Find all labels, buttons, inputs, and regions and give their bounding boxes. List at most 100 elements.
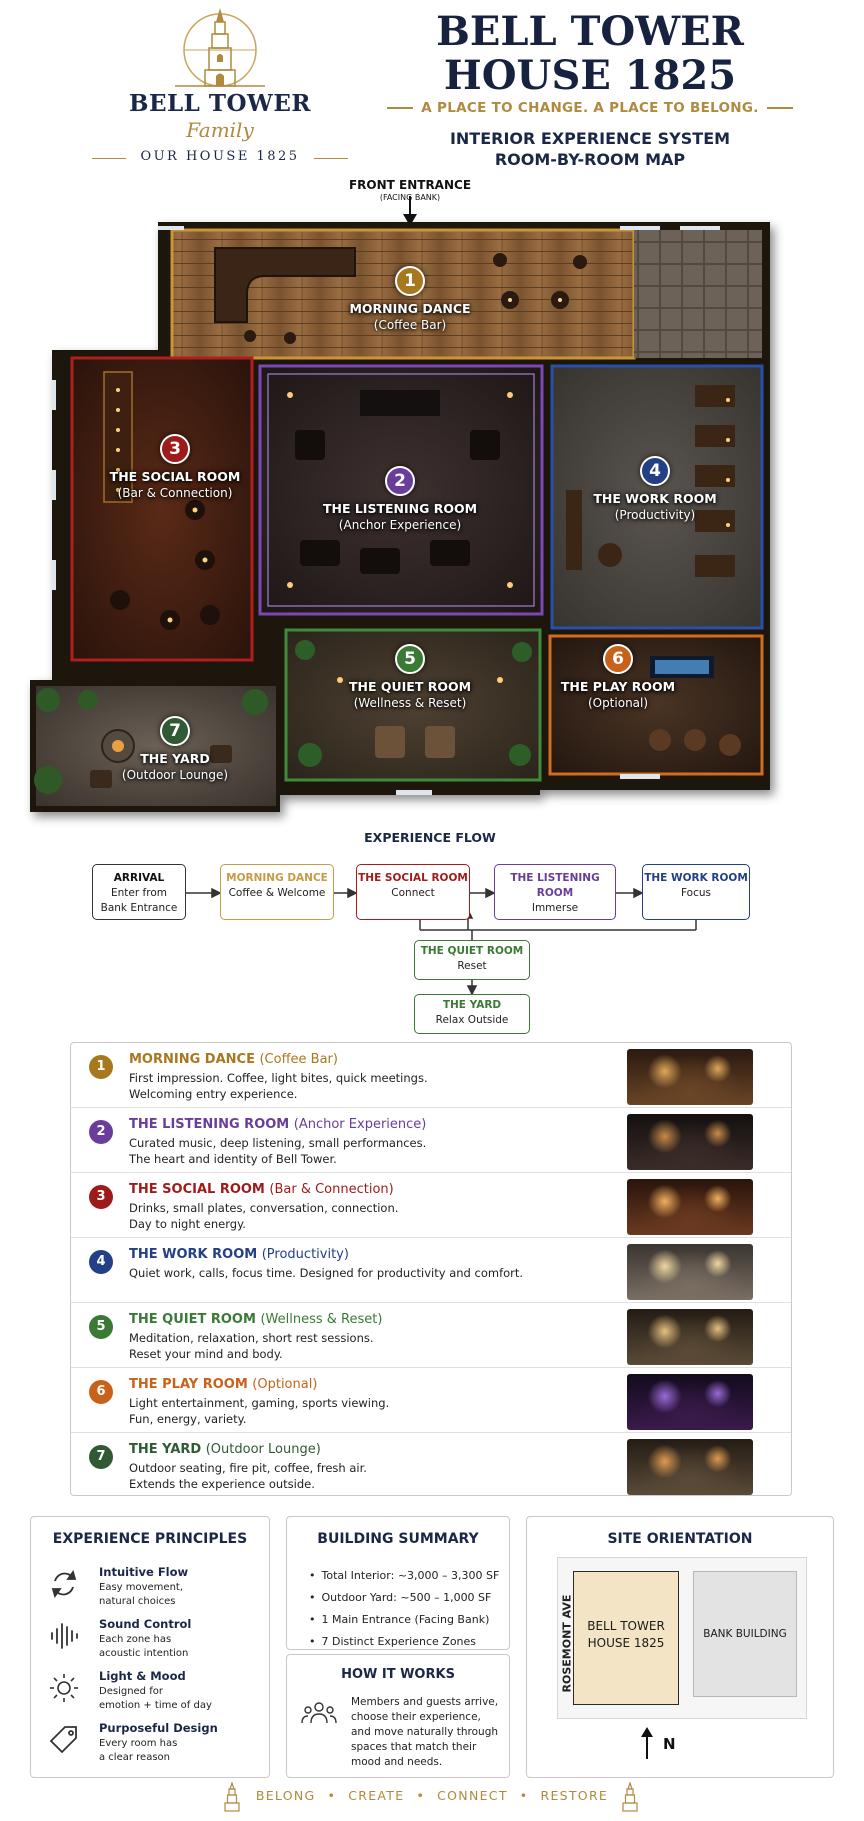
page-tagline: A PLACE TO CHANGE. A PLACE TO BELONG.	[330, 100, 850, 116]
room-row-sub: (Anchor Experience)	[293, 1117, 427, 1132]
summary-panel: BUILDING SUMMARY Total Interior: ~3,000 …	[286, 1516, 510, 1650]
how-title: HOW IT WORKS	[341, 1667, 455, 1682]
map-room-5[interactable]	[284, 628, 542, 782]
room-row-description-line: The heart and identity of Bell Tower.	[129, 1152, 337, 1166]
room-photo	[627, 1049, 753, 1105]
flow-arrow-head-1	[211, 887, 222, 899]
principle-desc-line: Designed for	[99, 1686, 163, 1697]
sound-wave-icon	[47, 1619, 81, 1653]
flow-box-text: Connect	[391, 887, 435, 899]
room-photo	[627, 1114, 753, 1170]
flow-link-yard-head	[466, 985, 478, 996]
room-row-description-line: Outdoor seating, fire pit, coffee, fresh…	[129, 1461, 367, 1475]
how-panel: HOW IT WORKS Members and guests arrive, …	[286, 1654, 510, 1778]
map-room-7[interactable]	[34, 686, 276, 806]
room-row-sub: (Outdoor Lounge)	[205, 1442, 321, 1457]
principle-desc-line: Easy movement,	[99, 1582, 184, 1593]
summary-item: Outdoor Yard: ~500 – 1,000 SF	[309, 1587, 499, 1609]
summary-item: 7 Distinct Experience Zones	[309, 1631, 499, 1653]
sun-icon	[47, 1671, 81, 1705]
map-room-4[interactable]	[550, 364, 764, 630]
room-number-badge: 4	[89, 1250, 113, 1274]
flow-box-text: Immerse	[531, 902, 579, 914]
room-sub: (Outdoor Lounge)	[121, 768, 229, 782]
principle-desc: Easy movement,natural choices	[99, 1581, 259, 1609]
principle-desc-line: a clear reason	[99, 1752, 170, 1763]
map-room-3[interactable]	[70, 356, 254, 662]
people-group-icon	[301, 1702, 337, 1724]
room-sub: (Anchor Experience)	[338, 518, 462, 532]
bell-tower-icon	[224, 1782, 240, 1812]
entrance-title: FRONT ENTRANCE	[348, 178, 472, 192]
room-number-badge: 1	[395, 266, 425, 296]
room-row-description-line: Meditation, relaxation, short rest sessi…	[129, 1331, 374, 1345]
room-photo	[627, 1439, 753, 1495]
site-bank: BANK BUILDING	[693, 1571, 797, 1697]
flow-box-text: Relax Outside	[435, 1014, 509, 1026]
room-sub: (Wellness & Reset)	[353, 696, 467, 710]
room-row-description: Meditation, relaxation, short rest sessi…	[129, 1330, 589, 1362]
room-number-badge: 4	[640, 456, 670, 486]
room-row-1[interactable]: 1 MORNING DANCE (Coffee Bar) First impress…	[71, 1043, 791, 1108]
room-row-description-line: Reset your mind and body.	[129, 1347, 283, 1361]
room-row-description: Quiet work, calls, focus time. Designed …	[129, 1265, 589, 1281]
site-bell-tower: BELL TOWER HOUSE 1825	[573, 1571, 679, 1705]
room-name: THE YARD	[140, 751, 210, 766]
room-row-description-line: Quiet work, calls, focus time. Designed …	[129, 1266, 524, 1280]
room-number-badge: 5	[395, 644, 425, 674]
summary-item: Total Interior: ~3,000 – 3,300 SF	[309, 1565, 500, 1587]
principle-title: Light & Mood	[99, 1669, 186, 1683]
room-sub: (Coffee Bar)	[373, 318, 447, 332]
room-name: THE PLAY ROOM	[560, 679, 676, 694]
room-row-name: THE LISTENING ROOM	[129, 1117, 294, 1132]
site-panel: SITE ORIENTATION ROSEMONT AVE BELL TOWER…	[526, 1516, 834, 1778]
room-row-description: First impression. Coffee, light bites, q…	[129, 1070, 589, 1102]
room-number-badge: 3	[160, 434, 190, 464]
room-photo	[627, 1179, 753, 1235]
room-row-name: THE PLAY ROOM	[129, 1377, 253, 1392]
entrance-arrow-head	[403, 214, 417, 226]
room-row-title: MORNING DANCE (Coffee Bar)	[129, 1052, 338, 1067]
footer-word: BELONG	[255, 1788, 316, 1803]
map-room-6[interactable]	[548, 634, 764, 776]
room-number-badge: 1	[89, 1055, 113, 1079]
room-row-description-line: Extends the experience outside.	[129, 1477, 315, 1491]
flow-arrow-head-2	[347, 887, 358, 899]
room-photo	[627, 1309, 753, 1365]
principle-title: Sound Control	[99, 1617, 192, 1631]
room-row-description-line: Welcoming entry experience.	[129, 1087, 298, 1101]
floor-plan	[30, 196, 770, 812]
flow-arrow-head-3	[485, 887, 496, 899]
room-number-badge: 5	[89, 1315, 113, 1339]
summary-list: Total Interior: ~3,000 – 3,300 SF Outdoo…	[309, 1565, 500, 1653]
map-vestibule	[634, 230, 762, 358]
flow-box-text: Coffee & Welcome	[228, 887, 326, 899]
room-row-description: Drinks, small plates, conversation, conn…	[129, 1200, 589, 1232]
room-photo	[627, 1244, 753, 1300]
room-row-description-line: Curated music, deep listening, small per…	[129, 1136, 427, 1150]
logo-brand: BELL TOWER	[129, 90, 311, 117]
site-building-line1: BELL TOWER	[587, 1619, 665, 1633]
